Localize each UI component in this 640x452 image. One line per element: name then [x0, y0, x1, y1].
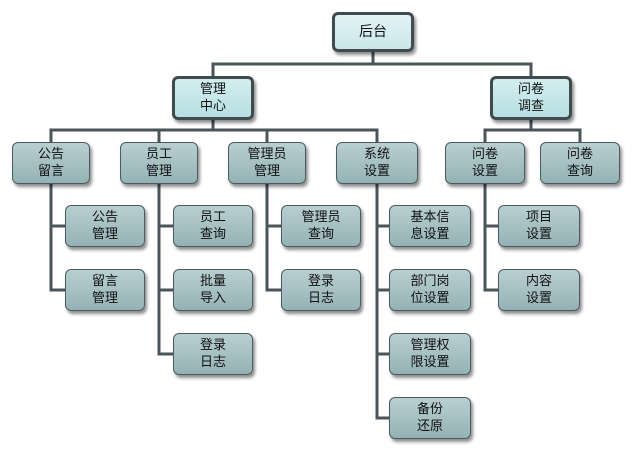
- node-notice-management: 公告 管理: [65, 205, 145, 247]
- node-item-settings: 项目 设置: [498, 205, 580, 247]
- node-notice-message: 公告 留言: [12, 142, 90, 184]
- node-survey-settings: 问卷 设置: [445, 142, 525, 184]
- node-basic-info-settings: 基本信 息设置: [389, 205, 471, 247]
- node-admin-query: 管理员 查询: [281, 205, 361, 247]
- node-backup-restore: 备份 还原: [389, 397, 471, 439]
- node-root: 后台: [332, 12, 414, 52]
- node-survey-query: 问卷 查询: [540, 142, 620, 184]
- node-content-settings: 内容 设置: [498, 269, 580, 311]
- node-department-settings: 部门岗 位设置: [389, 269, 471, 311]
- node-staff-login-log: 登录 日志: [173, 333, 253, 375]
- node-admin-login-log: 登录 日志: [281, 269, 361, 311]
- node-survey: 问卷 调查: [490, 76, 572, 120]
- node-system-settings: 系统 设置: [336, 142, 418, 184]
- node-staff-query: 员工 查询: [173, 205, 253, 247]
- node-management-center: 管理 中心: [172, 76, 254, 120]
- node-message-management: 留言 管理: [65, 269, 145, 311]
- node-admin-management: 管理员 管理: [228, 142, 306, 184]
- node-permission-settings: 管理权 限设置: [389, 333, 471, 375]
- node-staff-management: 员工 管理: [120, 142, 198, 184]
- node-batch-import: 批量 导入: [173, 269, 253, 311]
